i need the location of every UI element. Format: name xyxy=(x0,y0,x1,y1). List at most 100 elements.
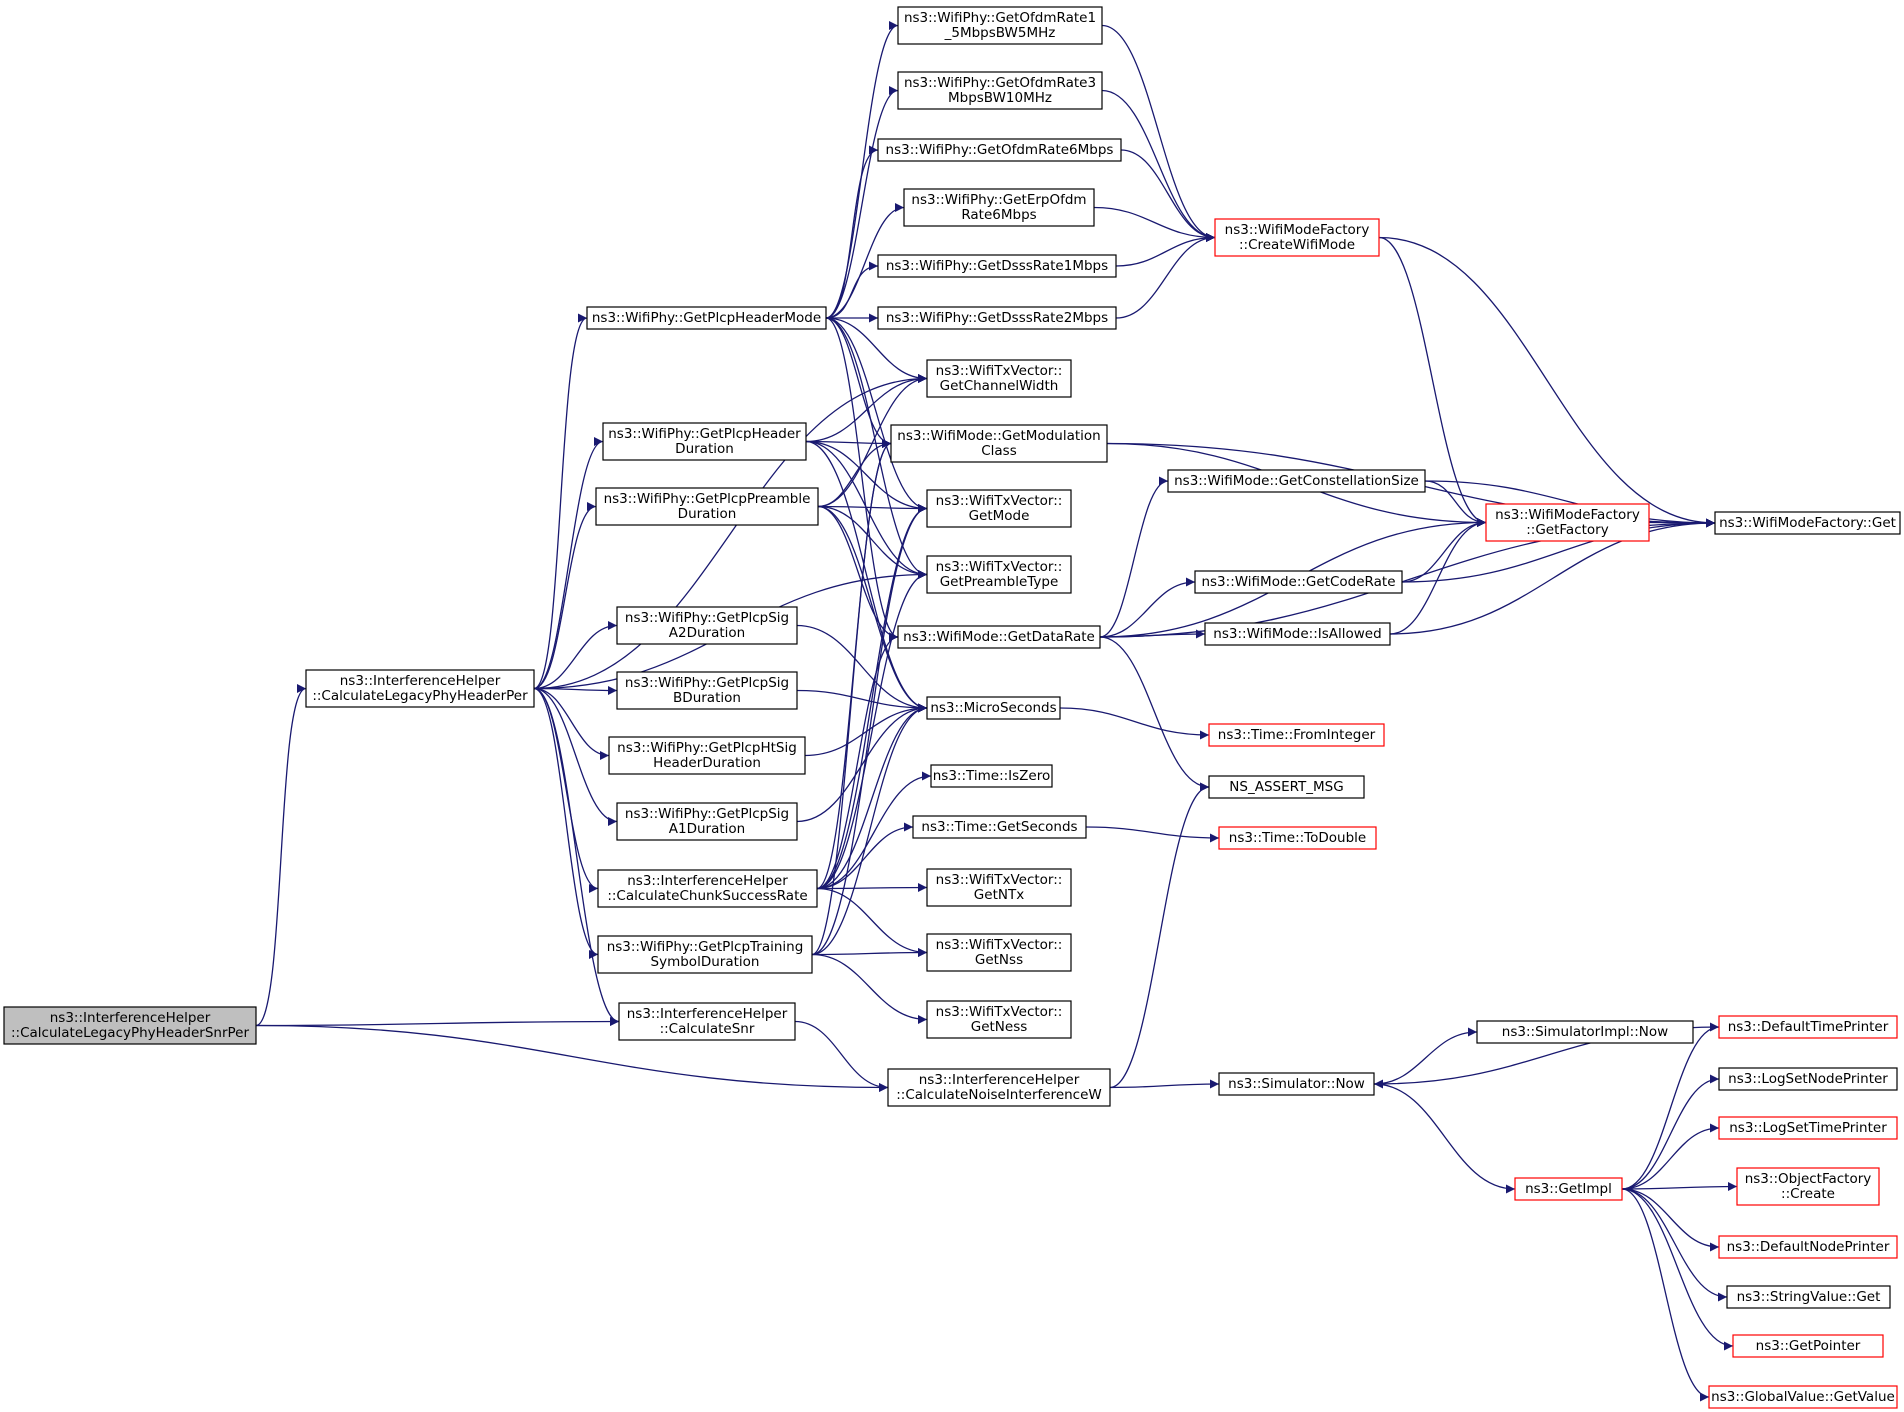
node-label: ns3::InterferenceHelper xyxy=(50,1010,211,1026)
node-isAllowed[interactable]: ns3::WifiMode::IsAllowed xyxy=(1204,622,1391,646)
node-simNow[interactable]: ns3::Simulator::Now xyxy=(1218,1072,1375,1096)
node-calcNoise[interactable]: ns3::InterferenceHelper::CalculateNoiseI… xyxy=(887,1068,1111,1107)
node-box xyxy=(1218,826,1377,850)
node-getImpl[interactable]: ns3::GetImpl xyxy=(1514,1177,1623,1201)
node-constellation[interactable]: ns3::WifiMode::GetConstellationSize xyxy=(1167,469,1426,493)
node-dataRate[interactable]: ns3::WifiMode::GetDataRate xyxy=(897,625,1101,649)
edge-arrow xyxy=(533,502,597,690)
node-label: ns3::WifiMode::GetModulation xyxy=(897,428,1100,444)
node-txNTx[interactable]: ns3::WifiTxVector::GetNTx xyxy=(926,868,1072,907)
edge-getPlcpPreambleDuration-to-txPreamble xyxy=(817,505,928,579)
node-ofdm1_5[interactable]: ns3::WifiPhy::GetOfdmRate1_5MbpsBW5MHz xyxy=(897,6,1103,45)
node-label: Class xyxy=(981,443,1017,459)
node-box xyxy=(1208,775,1365,799)
node-calcLegacyPer[interactable]: ns3::InterferenceHelper::CalculateLegacy… xyxy=(305,669,535,708)
node-box xyxy=(1214,218,1380,257)
node-label: ns3::Simulator::Now xyxy=(1228,1076,1365,1092)
node-txPreamble[interactable]: ns3::WifiTxVector::GetPreambleType xyxy=(926,555,1072,594)
edge-getPlcpPreambleDuration-to-microSeconds xyxy=(817,505,928,713)
edge-getPlcpSigA2-to-microSeconds xyxy=(796,624,928,713)
edge-arrow xyxy=(1109,1079,1220,1089)
node-calcChunk[interactable]: ns3::InterferenceHelper::CalculateChunkS… xyxy=(597,869,818,908)
node-getPlcpTraining[interactable]: ns3::WifiPhy::GetPlcpTrainingSymbolDurat… xyxy=(597,935,813,974)
node-box xyxy=(595,487,819,526)
node-label: ns3::WifiTxVector:: xyxy=(936,1004,1063,1020)
edge-arrow xyxy=(816,771,932,890)
edge-arrow xyxy=(811,439,892,956)
node-label: ns3::Time::GetSeconds xyxy=(921,819,1077,835)
node-logSetNodePrinter[interactable]: ns3::LogSetNodePrinter xyxy=(1718,1067,1898,1091)
edge-getImpl-to-globalValueGet xyxy=(1621,1188,1710,1402)
node-stringValueGet[interactable]: ns3::StringValue::Get xyxy=(1726,1285,1891,1309)
edge-arrow xyxy=(533,374,928,690)
node-defTimePrinter[interactable]: ns3::DefaultTimePrinter xyxy=(1718,1015,1898,1039)
node-getPointer[interactable]: ns3::GetPointer xyxy=(1732,1334,1884,1358)
node-box xyxy=(926,489,1072,528)
node-txGetMode[interactable]: ns3::WifiTxVector::GetMode xyxy=(926,489,1072,528)
node-factoryGet[interactable]: ns3::WifiModeFactory::Get xyxy=(1714,511,1901,535)
node-box xyxy=(586,306,827,330)
node-box xyxy=(616,802,798,841)
node-txNess[interactable]: ns3::WifiTxVector::GetNess xyxy=(926,1000,1072,1039)
edge-dataRate-to-codeRate xyxy=(1099,577,1196,638)
node-microSeconds[interactable]: ns3::MicroSeconds xyxy=(926,696,1061,720)
node-toDouble[interactable]: ns3::Time::ToDouble xyxy=(1218,826,1377,850)
node-logSetTimePrinter[interactable]: ns3::LogSetTimePrinter xyxy=(1718,1116,1898,1140)
node-getPlcpHeaderMode[interactable]: ns3::WifiPhy::GetPlcpHeaderMode xyxy=(586,306,827,330)
node-dsss1[interactable]: ns3::WifiPhy::GetDsssRate1Mbps xyxy=(877,254,1117,278)
node-getFactory[interactable]: ns3::WifiModeFactory::GetFactory xyxy=(1485,503,1650,542)
node-box xyxy=(1476,1020,1694,1044)
node-label: ns3::WifiPhy::GetDsssRate1Mbps xyxy=(886,258,1108,274)
node-label: ns3::GetImpl xyxy=(1525,1181,1612,1197)
node-getSeconds[interactable]: ns3::Time::GetSeconds xyxy=(912,815,1087,839)
node-box xyxy=(930,764,1053,788)
node-assertMsg[interactable]: NS_ASSERT_MSG xyxy=(1208,775,1365,799)
edge-arrow xyxy=(805,374,928,443)
edge-arrow xyxy=(794,1020,889,1092)
node-box xyxy=(926,555,1072,594)
node-defNodePrinter[interactable]: ns3::DefaultNodePrinter xyxy=(1718,1235,1898,1259)
node-label: MbpsBW10MHz xyxy=(948,90,1052,106)
node-codeRate[interactable]: ns3::WifiMode::GetCodeRate xyxy=(1194,570,1403,594)
node-simImplNow[interactable]: ns3::SimulatorImpl::Now xyxy=(1476,1020,1694,1044)
node-label: GetPreambleType xyxy=(940,574,1059,590)
node-label: ns3::GetPointer xyxy=(1756,1338,1861,1354)
node-createWifiMode[interactable]: ns3::WifiModeFactory::CreateWifiMode xyxy=(1214,218,1380,257)
node-fromInteger[interactable]: ns3::Time::FromInteger xyxy=(1208,723,1385,747)
node-txChannelWidth[interactable]: ns3::WifiTxVector::GetChannelWidth xyxy=(926,359,1072,398)
node-objFactoryCreate[interactable]: ns3::ObjectFactory::Create xyxy=(1736,1167,1880,1206)
node-box xyxy=(616,671,798,710)
node-calcSnr[interactable]: ns3::InterferenceHelper::CalculateSnr xyxy=(618,1002,796,1041)
node-label: ns3::LogSetTimePrinter xyxy=(1729,1120,1887,1136)
edge-arrow xyxy=(1621,1188,1734,1351)
edge-getPlcpHeaderDuration-to-txChannelWidth xyxy=(805,374,928,443)
node-label: ::CalculateSnr xyxy=(660,1021,755,1037)
edge-getPlcpHeaderMode-to-modClass xyxy=(825,317,892,448)
edge-arrow xyxy=(816,822,914,890)
edge-arrow xyxy=(1101,89,1216,242)
node-ofdm6[interactable]: ns3::WifiPhy::GetOfdmRate6Mbps xyxy=(877,138,1122,162)
node-root[interactable]: ns3::InterferenceHelper::CalculateLegacy… xyxy=(3,1006,257,1045)
edge-calcChunk-to-isZero xyxy=(816,771,932,890)
edge-root-to-calcSnr xyxy=(255,1017,620,1027)
node-label: ::CalculateLegacyPhyHeaderSnrPer xyxy=(11,1025,249,1041)
node-globalValueGet[interactable]: ns3::GlobalValue::GetValue xyxy=(1708,1385,1898,1409)
node-box xyxy=(602,422,807,461)
edge-getImpl-to-defNodePrinter xyxy=(1621,1188,1720,1252)
node-label: ns3::WifiPhy::GetPlcpSig xyxy=(625,675,789,691)
node-txNss[interactable]: ns3::WifiTxVector::GetNss xyxy=(926,933,1072,972)
node-label: NS_ASSERT_MSG xyxy=(1229,779,1343,795)
edge-getPlcpHeaderMode-to-txPreamble xyxy=(825,317,928,579)
node-isZero[interactable]: ns3::Time::IsZero xyxy=(930,764,1053,788)
node-dsss2[interactable]: ns3::WifiPhy::GetDsssRate2Mbps xyxy=(877,306,1117,330)
node-box xyxy=(1726,1285,1891,1309)
